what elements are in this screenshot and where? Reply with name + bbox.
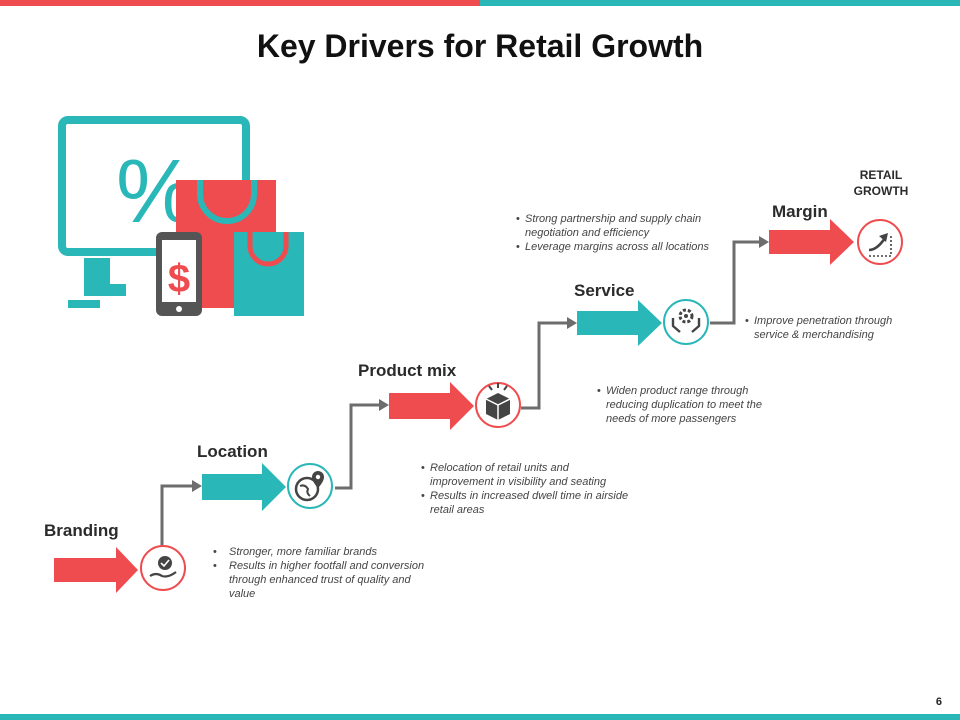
top-accent-bar-red	[0, 0, 480, 6]
retail-growth-label-line1: RETAIL	[859, 168, 903, 182]
handshake-badge-icon	[140, 545, 186, 591]
connector-service-margin	[710, 240, 762, 325]
list-item: Widen product range through reducing dup…	[597, 384, 787, 426]
stage-label-margin: Margin	[772, 202, 828, 221]
location-bullets: Relocation of retail units and improveme…	[421, 461, 631, 517]
dollar-symbol: $	[168, 257, 190, 301]
list-item: Stronger, more familiar brands	[213, 545, 438, 559]
hands-gear-icon	[663, 299, 709, 345]
list-item: Results in increased dwell time in airsi…	[421, 489, 631, 517]
connector-productmix-service	[521, 321, 570, 410]
page-title: Key Drivers for Retail Growth	[256, 28, 704, 64]
top-accent-bar-teal	[480, 0, 960, 6]
retail-growth-label: RETAIL GROWTH	[841, 167, 921, 199]
hero-illustration: % $	[58, 116, 304, 316]
stage-label-service: Service	[574, 281, 635, 300]
arrowhead-service	[567, 317, 577, 329]
arrowhead-location	[192, 480, 202, 492]
branding-arrow	[54, 547, 138, 593]
list-item: Improve penetration through service & me…	[745, 314, 920, 342]
connector-location-productmix	[335, 403, 382, 490]
list-item: Leverage margins across all locations	[516, 240, 736, 254]
list-item: Strong partnership and supply chain nego…	[516, 212, 736, 240]
list-item: Results in higher footfall and conversio…	[213, 559, 438, 601]
service-arrow	[577, 300, 662, 346]
arrowhead-productmix	[379, 399, 389, 411]
arrowhead-margin	[759, 236, 769, 248]
margin-bullets: Strong partnership and supply chain nego…	[516, 212, 736, 254]
connector-arrowheads	[192, 236, 769, 492]
branding-bullets: Stronger, more familiar brands Results i…	[213, 545, 438, 601]
globe-pin-icon	[287, 463, 333, 509]
stage-label-product-mix: Product mix	[358, 361, 457, 380]
smartphone-icon	[156, 232, 202, 316]
growth-arrow-icon	[857, 219, 903, 265]
service-bullets: Improve penetration through service & me…	[745, 314, 920, 342]
bottom-accent-bar	[0, 714, 960, 720]
location-arrow	[202, 463, 286, 511]
stage-label-location: Location	[197, 442, 268, 461]
margin-arrow	[769, 219, 854, 265]
productmix-bullets: Widen product range through reducing dup…	[597, 384, 787, 426]
connector-branding-location	[160, 484, 196, 548]
retail-growth-label-line2: GROWTH	[853, 184, 909, 198]
list-item: Relocation of retail units and improveme…	[421, 461, 631, 489]
productmix-arrow	[389, 382, 474, 430]
stage-label-branding: Branding	[44, 521, 119, 540]
connector-lines	[160, 240, 762, 548]
teal-shopping-bag-icon	[234, 232, 304, 316]
page-number: 6	[935, 696, 942, 708]
box-icon	[475, 382, 521, 428]
